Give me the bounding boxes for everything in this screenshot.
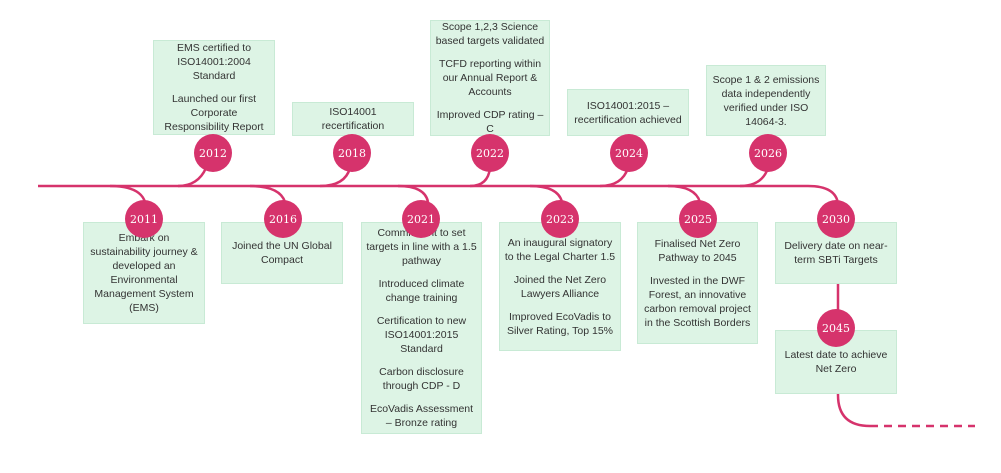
- milestone-2023-item-3: Improved EcoVadis to Silver Rating, Top …: [506, 310, 614, 337]
- milestone-2021-item-3: Certification to new ISO14001:2015 Stand…: [376, 315, 467, 355]
- milestone-2025-item-2: Invested in the DWF Forest, an innovativ…: [644, 274, 751, 329]
- milestone-2022-item-2: TCFD reporting within our Annual Report …: [438, 58, 542, 98]
- milestone-2012-item-1: EMS certified to ISO14001:2004 Standard: [176, 42, 252, 82]
- year-marker-2021: 2021: [402, 200, 440, 238]
- milestone-2021-item-5: EcoVadis Assessment – Bronze rating: [369, 403, 474, 429]
- connector-2025: [667, 184, 702, 203]
- year-marker-2026: 2026: [749, 134, 787, 172]
- connector-2016: [249, 184, 287, 203]
- milestone-2012-item-2: Launched our first Corporate Responsibil…: [164, 93, 264, 133]
- milestone-card-2021: Commitment to set targets in line with a…: [361, 222, 482, 434]
- year-marker-2030: 2030: [817, 200, 855, 238]
- milestone-2021-item-4: Carbon disclosure through CDP - D: [379, 366, 464, 392]
- milestone-2025-item-1: Finalised Net Zero Pathway to 2045: [654, 237, 741, 264]
- connector-2023: [529, 184, 564, 203]
- milestone-2030-item-1: Delivery date on near-term SBTi Targets: [784, 240, 888, 266]
- year-marker-2012: 2012: [194, 134, 232, 172]
- milestone-card-2030: Delivery date on near-term SBTi Targets: [775, 222, 897, 284]
- year-marker-2018: 2018: [333, 134, 371, 172]
- milestone-card-2012: EMS certified to ISO14001:2004 Standard …: [153, 40, 275, 135]
- year-marker-2025: 2025: [679, 200, 717, 238]
- year-marker-2045: 2045: [817, 309, 855, 347]
- milestone-2022-item-1: Scope 1,2,3 Science based targets valida…: [435, 21, 545, 47]
- year-marker-2024: 2024: [610, 134, 648, 172]
- milestone-card-2016: Joined the UN Global Compact: [221, 222, 343, 284]
- milestone-2026-item-1: Scope 1 & 2 emissions data independently…: [712, 73, 820, 128]
- milestone-card-2022: Scope 1,2,3 Science based targets valida…: [430, 20, 550, 136]
- milestone-2018-item-1: ISO14001 recertification: [321, 106, 385, 132]
- connector-2021: [397, 184, 430, 203]
- year-marker-2023: 2023: [541, 200, 579, 238]
- milestone-2022-item-3: Improved CDP rating – C: [436, 109, 544, 135]
- milestone-card-2025: Finalised Net Zero Pathway to 2045 Inves…: [637, 222, 758, 344]
- milestone-2021-item-2: Introduced climate change training: [378, 278, 465, 304]
- milestone-2011-item-1: Embark on sustainability journey & devel…: [90, 232, 198, 314]
- year-marker-2016: 2016: [264, 200, 302, 238]
- milestone-card-2011: Embark on sustainability journey & devel…: [83, 222, 205, 324]
- milestone-2045-item-1: Latest date to achieve Net Zero: [784, 349, 888, 375]
- milestone-2024-item-1: ISO14001:2015 – recertification achieved: [574, 99, 682, 126]
- milestone-2021-item-1: Commitment to set targets in line with a…: [366, 227, 477, 267]
- milestone-card-2023: An inaugural signatory to the Legal Char…: [499, 222, 621, 351]
- year-marker-2022: 2022: [471, 134, 509, 172]
- milestone-2023-item-2: Joined the Net Zero Lawyers Alliance: [513, 273, 607, 300]
- milestone-2016-item-1: Joined the UN Global Compact: [232, 240, 332, 266]
- connector-2011: [109, 184, 147, 203]
- milestone-card-2018: ISO14001 recertification: [292, 102, 414, 136]
- milestone-card-2024: ISO14001:2015 – recertification achieved: [567, 89, 689, 136]
- milestone-2023-item-1: An inaugural signatory to the Legal Char…: [504, 236, 616, 263]
- year-marker-2011: 2011: [125, 200, 163, 238]
- connector-2045-vertical: [836, 222, 871, 428]
- milestone-card-2026: Scope 1 & 2 emissions data independently…: [706, 65, 826, 136]
- connector-2012: [177, 167, 208, 188]
